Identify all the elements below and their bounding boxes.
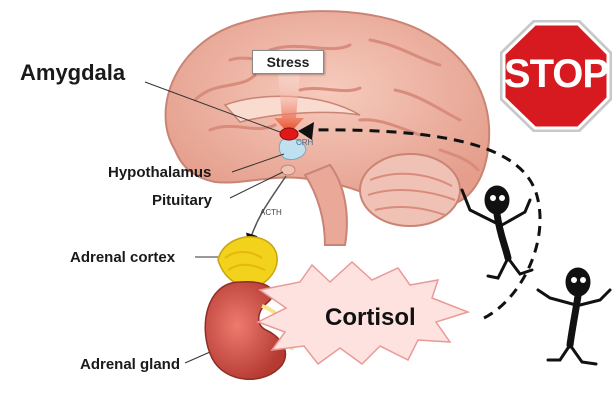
amygdala-label: Amygdala bbox=[20, 60, 125, 86]
adrenal-gland-label: Adrenal gland bbox=[80, 356, 180, 373]
adrenal-gland-leader bbox=[185, 352, 210, 363]
adrenal-cortex bbox=[218, 237, 277, 287]
pituitary-gland bbox=[281, 165, 295, 175]
acth-label: ACTH bbox=[260, 208, 282, 217]
pituitary-label: Pituitary bbox=[152, 192, 212, 209]
stick-figure-icon bbox=[462, 186, 532, 278]
crh-label: CRH bbox=[296, 138, 313, 147]
stop-label: STOP bbox=[498, 52, 613, 97]
hypothalamus-label: Hypothalamus bbox=[108, 164, 211, 181]
adrenal-cortex-label: Adrenal cortex bbox=[70, 249, 175, 266]
stress-label: Stress bbox=[252, 50, 324, 74]
adrenal-gland bbox=[205, 237, 292, 379]
stick-figure-icon bbox=[538, 268, 610, 364]
cortisol-label: Cortisol bbox=[325, 304, 416, 332]
cerebellum bbox=[360, 154, 460, 226]
